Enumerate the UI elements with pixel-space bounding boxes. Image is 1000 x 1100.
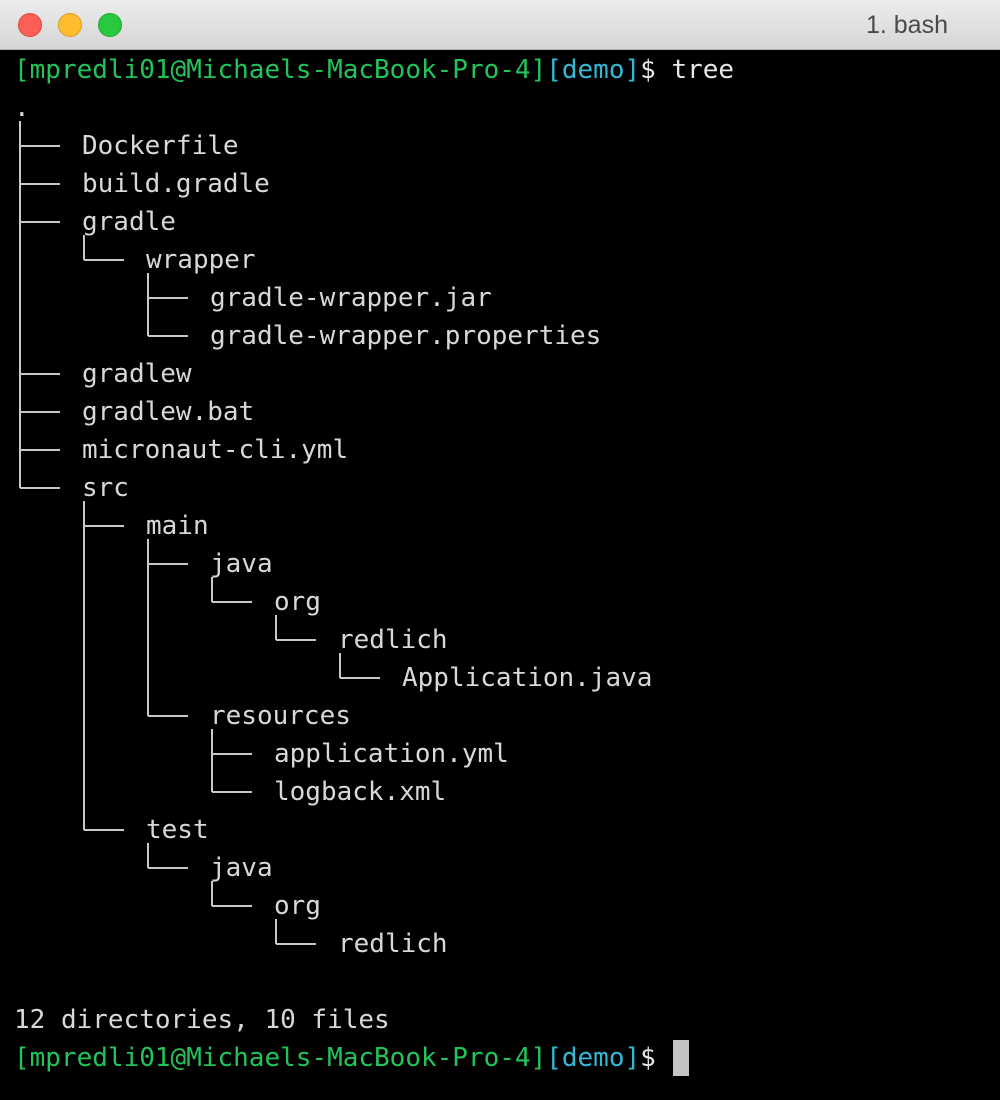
tree-entry: micronaut-cli.yml	[82, 435, 349, 465]
tree-entry: test	[146, 815, 209, 845]
tree-entry: gradle	[82, 207, 176, 237]
prompt-line: [mpredli01@Michaels-MacBook-Pro-4][demo]…	[14, 1039, 1000, 1077]
tree-entry: application.yml	[274, 739, 509, 769]
tree-entry: Application.java	[402, 663, 653, 693]
tree-entry: redlich	[338, 625, 448, 655]
text-cursor	[673, 1040, 690, 1076]
tree-entry: gradlew	[82, 359, 192, 389]
window-title: 1. bash	[865, 11, 948, 39]
prompt-dir: demo	[561, 1043, 625, 1073]
tree-entry: wrapper	[146, 245, 256, 275]
summary-line: 12 directories, 10 files	[14, 1005, 390, 1035]
tree-entry: src	[82, 473, 129, 503]
tree-entry: java	[210, 853, 273, 883]
command-text: tree	[671, 55, 735, 85]
blank-line	[14, 963, 1000, 1001]
tree-entry: resources	[210, 701, 351, 731]
tree-entry: java	[210, 549, 273, 579]
tree-entry: build.gradle	[82, 169, 270, 199]
tree-output: . Dockerfile build.gradle gradle wrapper gra…	[14, 89, 914, 963]
tree-entry: gradle-wrapper.jar	[210, 283, 492, 313]
tree-entry: gradle-wrapper.properties	[210, 321, 602, 351]
tree-root: .	[14, 93, 30, 123]
terminal-content[interactable]: [mpredli01@Michaels-MacBook-Pro-4][demo]…	[14, 51, 1000, 1100]
tree-entry: org	[274, 587, 321, 617]
prompt-user-host: mpredli01@Michaels-MacBook-Pro-4	[29, 1043, 531, 1073]
tree-entry: main	[146, 511, 209, 541]
prompt-dir: demo	[561, 55, 625, 85]
prompt-user-host: mpredli01@Michaels-MacBook-Pro-4	[29, 55, 531, 85]
close-button[interactable]	[18, 13, 42, 37]
title-bar[interactable]: 1. bash	[0, 0, 1000, 50]
tree-entry: redlich	[338, 929, 448, 959]
tree-entry: org	[274, 891, 321, 921]
minimize-button[interactable]	[58, 13, 82, 37]
command-line: [mpredli01@Michaels-MacBook-Pro-4][demo]…	[14, 55, 735, 85]
tree-entry: logback.xml	[274, 777, 447, 807]
zoom-button[interactable]	[98, 13, 122, 37]
tree-entry: gradlew.bat	[82, 397, 255, 427]
tree-entry: Dockerfile	[82, 131, 239, 161]
